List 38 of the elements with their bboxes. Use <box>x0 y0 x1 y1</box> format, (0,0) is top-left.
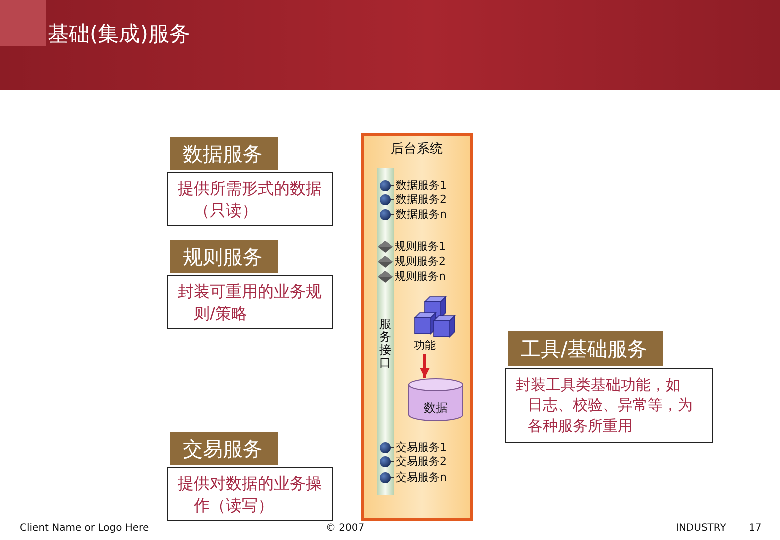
service-label: 数据服务2 <box>396 193 447 207</box>
section-header: 交易服务 <box>170 432 278 465</box>
section-header: 规则服务 <box>170 240 278 273</box>
description-panel: 提供对数据的业务操作（读写） <box>167 467 333 522</box>
service-label: 规则服务1 <box>395 240 446 254</box>
panel-title: 后台系统 <box>391 142 443 158</box>
copyright-notice: © 2007 <box>326 523 365 535</box>
service-interface-bar <box>377 168 394 495</box>
bullet-icon <box>380 472 394 484</box>
description-panel: 封装可重用的业务规则/策略 <box>167 275 333 330</box>
service-label: 规则服务2 <box>395 255 446 269</box>
diamond-icon <box>378 271 393 283</box>
service-label: 交易服务n <box>396 471 447 485</box>
service-label: 数据服务n <box>396 208 447 222</box>
bar-label: 服务接口 <box>379 318 392 370</box>
service-label: 规则服务n <box>395 270 446 284</box>
description-panel: 封装工具类基础功能，如日志、校验、异常等，为各种服务所重用 <box>505 368 713 443</box>
section-header: 数据服务 <box>170 137 278 170</box>
diamond-icon <box>378 241 393 253</box>
bullet-icon <box>380 456 394 468</box>
diamond-icon <box>378 256 393 268</box>
page-number: 17 <box>749 523 762 535</box>
backend-panel <box>361 133 473 521</box>
section-label: INDUSTRY <box>676 523 726 535</box>
data-label: 数据 <box>424 401 448 415</box>
function-label: 功能 <box>414 339 436 352</box>
bullet-icon <box>380 209 394 221</box>
service-label: 交易服务1 <box>396 441 447 455</box>
footer-note: Client Name or Logo Here <box>20 523 150 535</box>
bullet-icon <box>380 194 394 206</box>
description-panel: 提供所需形式的数据（只读） <box>167 172 333 226</box>
section-header: 工具/基础服务 <box>508 331 663 366</box>
slide-title: 基础(集成)服务 <box>48 21 190 47</box>
arrow <box>420 354 430 378</box>
service-label: 交易服务2 <box>396 455 447 469</box>
bullet-icon <box>380 442 394 454</box>
service-label: 数据服务1 <box>396 179 447 193</box>
bullet-icon <box>380 180 394 192</box>
